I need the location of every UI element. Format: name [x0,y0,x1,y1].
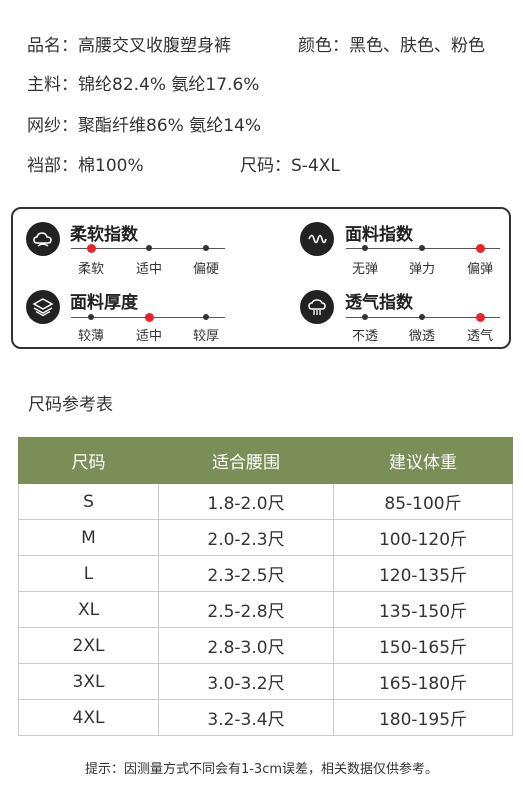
breathable-icon [300,290,334,324]
cell-size: S [18,483,159,520]
cell-waist: 3.0-3.2尺 [158,663,334,700]
cell-weight: 150-165斤 [333,627,513,664]
spec-main-value: 锦纶82.4% 氨纶17.6% [78,75,260,95]
breathability-title: 透气指数 [345,293,413,313]
thickness-dot-2 [144,312,154,322]
softness-dot-3 [203,245,209,251]
softness-label-1: 柔软 [77,262,105,277]
cell-weight: 135-150斤 [333,591,513,628]
table-row: XL 2.5-2.8尺 135-150斤 [18,591,513,628]
spec-size: 尺码：S-4XL [240,151,340,176]
stretch-wave-icon [300,222,334,256]
cell-waist: 3.2-3.4尺 [158,699,334,736]
spec-mesh-label: 网纱： [27,116,78,136]
cell-waist: 2.3-2.5尺 [158,555,334,592]
stretch-label-1: 无弹 [351,262,379,277]
breathability-dot-1 [362,314,368,320]
softness-label-3: 偏硬 [192,262,220,277]
cell-size: L [18,555,159,592]
breathability-label-3: 透气 [466,329,494,344]
softness-label-2: 适中 [135,262,163,277]
stretch-dot-3 [475,243,485,253]
cell-waist: 1.8-2.0尺 [158,483,334,520]
breathability-label-1: 不透 [351,329,379,344]
cell-size: XL [18,591,159,628]
spec-mesh-value: 聚酯纤维86% 氨纶14% [78,116,261,136]
stretch-label-3: 偏弹 [466,262,494,277]
cell-weight: 180-195斤 [333,699,513,736]
spec-name: 品名：高腰交叉收腹塑身裤 [27,31,231,56]
spec-name-value: 高腰交叉收腹塑身裤 [78,36,231,56]
spec-main: 主料：锦纶82.4% 氨纶17.6% [27,70,259,95]
cell-weight: 85-100斤 [333,483,513,520]
cell-size: 2XL [18,627,159,664]
fabric-index-panel: 柔软指数 柔软 适中 偏硬 面料指数 无弹 弹力 偏弹 面料厚度 较薄 适中 较… [11,207,511,349]
table-row: L 2.3-2.5尺 120-135斤 [18,555,513,592]
table-row: 3XL 3.0-3.2尺 165-180斤 [18,663,513,700]
spec-color: 颜色：黑色、肤色、粉色 [298,31,485,56]
size-chart-table: 尺码 适合腰围 建议体重 S 1.8-2.0尺 85-100斤 M 2.0-2.… [18,437,513,736]
measurement-note: 提示：因测量方式不同会有1-3cm误差，相关数据仅供参考。 [84,762,439,777]
spec-crotch-value: 棉100% [78,156,144,176]
cell-weight: 100-120斤 [333,519,513,556]
table-row: M 2.0-2.3尺 100-120斤 [18,519,513,556]
stretch-dot-2 [419,245,425,251]
layers-icon [26,290,60,324]
cell-weight: 120-135斤 [333,555,513,592]
softness-dot-1 [86,243,96,253]
thickness-title: 面料厚度 [70,293,138,313]
thickness-dot-3 [203,314,209,320]
cloud-icon [26,222,60,256]
thickness-dot-1 [88,314,94,320]
table-row: 4XL 3.2-3.4尺 180-195斤 [18,699,513,736]
cell-size: 3XL [18,663,159,700]
cell-size: 4XL [18,699,159,736]
spec-mesh: 网纱：聚酯纤维86% 氨纶14% [27,111,261,136]
thickness-label-2: 适中 [135,329,163,344]
header-waist: 适合腰围 [158,437,334,484]
spec-name-label: 品名： [27,36,78,56]
breathability-label-2: 微透 [408,329,436,344]
spec-crotch-label: 裆部： [27,156,78,176]
header-weight: 建议体重 [333,437,513,484]
spec-main-label: 主料： [27,75,78,95]
cell-weight: 165-180斤 [333,663,513,700]
softness-title: 柔软指数 [70,225,138,245]
thickness-label-1: 较薄 [77,329,105,344]
stretch-label-2: 弹力 [408,262,436,277]
spec-color-value: 黑色、肤色、粉色 [349,36,485,56]
cell-waist: 2.0-2.3尺 [158,519,334,556]
spec-color-label: 颜色： [298,36,349,56]
cell-size: M [18,519,159,556]
size-chart-title: 尺码参考表 [28,395,113,415]
breathability-dot-2 [419,314,425,320]
cell-waist: 2.5-2.8尺 [158,591,334,628]
header-size: 尺码 [18,437,159,484]
stretch-title: 面料指数 [345,225,413,245]
table-row: 2XL 2.8-3.0尺 150-165斤 [18,627,513,664]
thickness-label-3: 较厚 [192,329,220,344]
spec-size-value: S-4XL [291,156,340,176]
cell-waist: 2.8-3.0尺 [158,627,334,664]
spec-crotch: 裆部：棉100% [27,151,144,176]
table-row: S 1.8-2.0尺 85-100斤 [18,483,513,520]
stretch-dot-1 [362,245,368,251]
spec-size-label: 尺码： [240,156,291,176]
breathability-dot-3 [475,312,485,322]
softness-dot-2 [146,245,152,251]
size-chart-header-row: 尺码 适合腰围 建议体重 [18,437,513,484]
